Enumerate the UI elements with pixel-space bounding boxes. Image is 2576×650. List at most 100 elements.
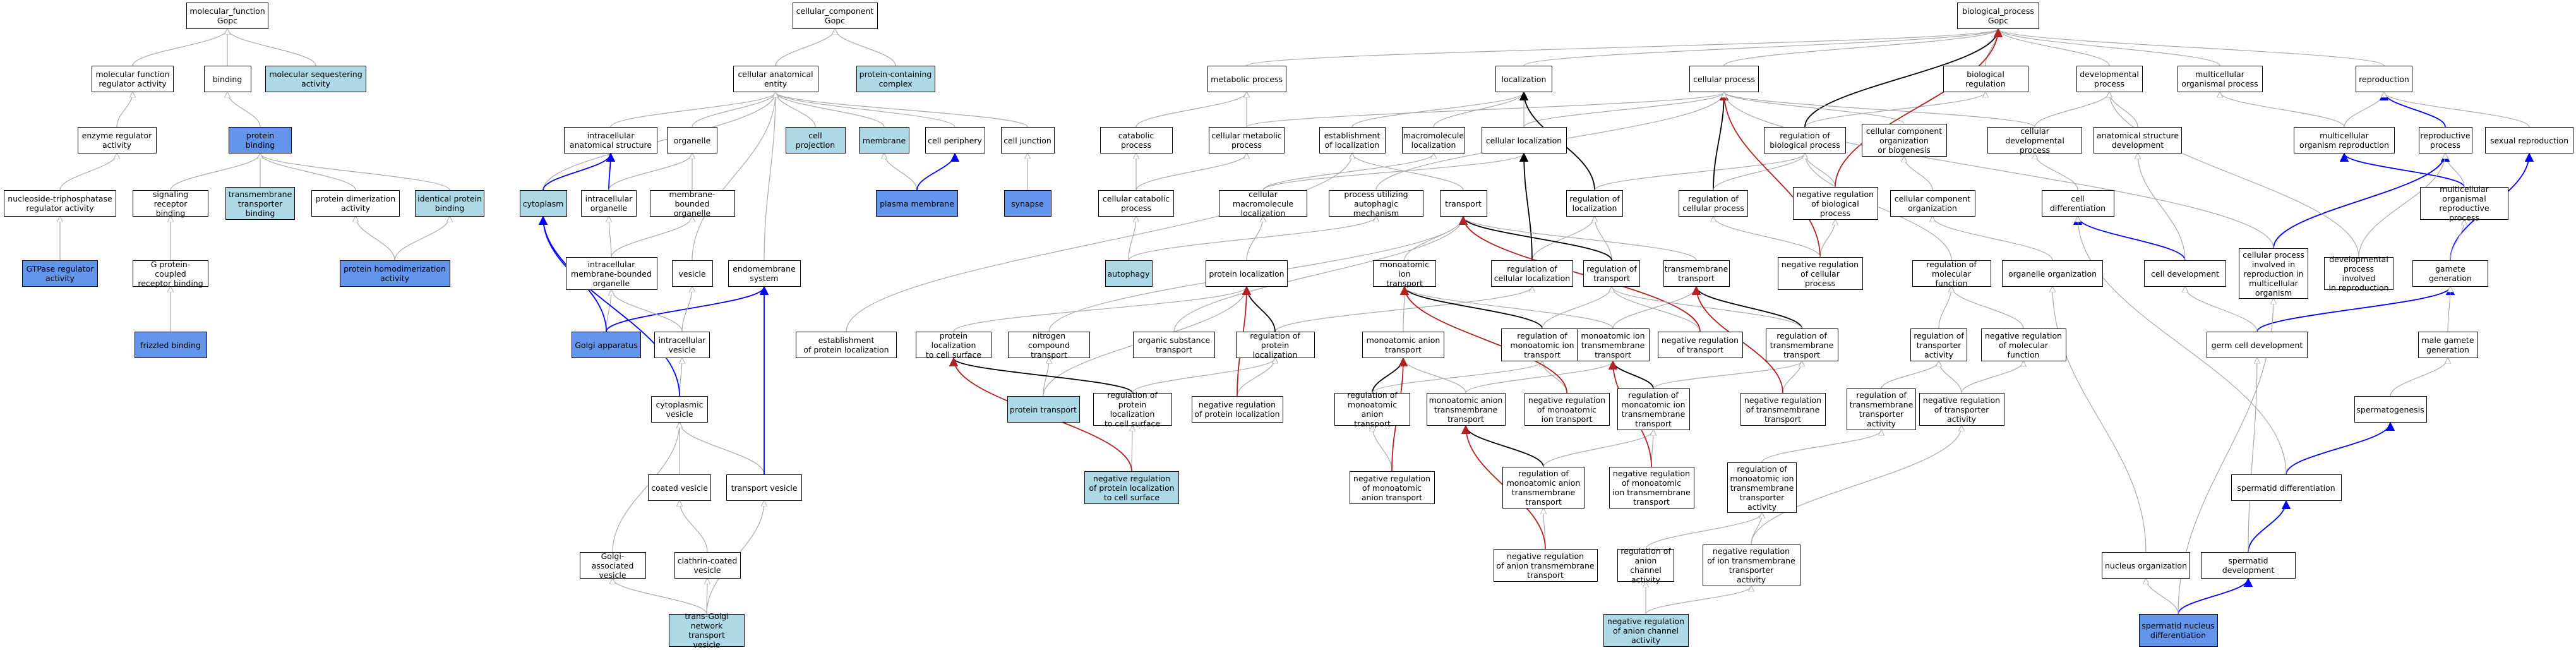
go-term-node-organelle[interactable]: organelle — [667, 127, 717, 153]
go-term-node-sexrep[interactable]: sexual reproduction — [2485, 127, 2573, 153]
go-term-node-fzb[interactable]: frizzled binding — [134, 332, 207, 358]
go-term-node-nucorg[interactable]: nucleus organization — [2102, 552, 2190, 579]
go-term-node-negregmonoaniontr[interactable]: negative regulation of monoatomic anion … — [1349, 471, 1435, 504]
go-term-node-cellproc[interactable]: cellular process — [1689, 66, 1759, 92]
go-term-node-phd[interactable]: protein homodimerization activity — [339, 260, 450, 287]
go-term-node-celldevt[interactable]: cell development — [2144, 260, 2226, 287]
go-term-node-clathrin[interactable]: clathrin-coated vesicle — [674, 552, 741, 579]
go-term-node-cellmetab[interactable]: cellular metabolic process — [1209, 127, 1285, 153]
go-term-node-regbp[interactable]: regulation of biological process — [1764, 127, 1846, 153]
go-term-node-regmonoiontr[interactable]: regulation of monoatomic ion transport — [1501, 328, 1583, 361]
go-term-node-protloc[interactable]: protein localization — [1206, 260, 1288, 287]
go-term-node-devproc[interactable]: developmental process — [2076, 66, 2143, 92]
go-term-node-synapse[interactable]: synapse — [1003, 190, 1051, 217]
go-term-node-regtmtr[interactable]: regulation of transmembrane transport — [1765, 328, 1838, 361]
go-term-node-transport[interactable]: transport — [1439, 190, 1487, 217]
go-term-node-negregprotloc[interactable]: negative regulation of protein localizat… — [1191, 396, 1283, 423]
go-term-node-negreganiontmtr[interactable]: negative regulation of anion transmembra… — [1493, 549, 1598, 582]
go-term-node-mcorgrepproc[interactable]: multicellular organismal reproductive pr… — [2420, 184, 2508, 222]
go-term-node-regtrpact[interactable]: regulation of transporter activity — [1910, 328, 1967, 361]
go-term-node-ncomp[interactable]: nitrogen compound transport — [1008, 331, 1090, 359]
go-term-node-regtrans[interactable]: regulation of transport — [1583, 260, 1640, 287]
go-term-node-negregtrpact[interactable]: negative regulation of transporter activ… — [1919, 393, 2004, 426]
go-term-node-srb[interactable]: signaling receptor binding — [133, 190, 208, 218]
go-term-node-regmonoaniontr[interactable]: regulation of monoatomic anion transport — [1334, 390, 1410, 428]
go-term-node-regmonoiontmtr[interactable]: regulation of monoatomic ion transmembra… — [1617, 388, 1690, 430]
go-term-node-reprocess[interactable]: reproductive process — [2418, 127, 2472, 153]
go-term-node-bp[interactable]: biological_process Gopc — [1957, 3, 2039, 29]
go-term-node-autoph[interactable]: process utilizing autophagic mechanism — [1329, 190, 1423, 218]
go-term-node-negregiontmtrpact[interactable]: negative regulation of ion transmembrane… — [1702, 545, 1800, 586]
go-term-node-regmf[interactable]: regulation of molecular function — [1912, 260, 1991, 288]
go-term-node-spermdev[interactable]: spermatid development — [2201, 552, 2296, 579]
go-term-node-regcellloc[interactable]: regulation of cellular localization — [1491, 260, 1573, 287]
go-term-node-cellloc[interactable]: cellular localization — [1481, 127, 1567, 153]
go-term-node-ntpase[interactable]: nucleoside-triphosphatase regulator acti… — [4, 190, 116, 217]
go-term-node-regloc[interactable]: regulation of localization — [1566, 190, 1623, 217]
go-term-node-ccob[interactable]: cellular component organization or bioge… — [1861, 124, 1947, 157]
go-term-node-pcc[interactable]: protein-containing complex — [856, 66, 935, 92]
go-term-node-negregplcs[interactable]: negative regulation of protein localizat… — [1084, 471, 1179, 504]
go-term-node-regplcs[interactable]: regulation of protein localization to ce… — [1093, 390, 1172, 428]
go-term-node-cytves[interactable]: cytoplasmic vesicle — [651, 396, 708, 423]
go-term-node-plcs[interactable]: protein localization to cell surface — [916, 331, 991, 359]
go-term-node-mcorgrep[interactable]: multicellular organism reproduction — [2294, 127, 2395, 153]
go-term-node-tmtrans[interactable]: transmembrane transport — [1663, 260, 1730, 287]
go-term-node-metab[interactable]: metabolic process — [1207, 66, 1286, 92]
go-term-node-orgsub[interactable]: organic substance transport — [1133, 332, 1215, 358]
go-term-node-pbind[interactable]: protein binding — [229, 127, 292, 153]
go-term-node-celldiff[interactable]: cell differentiation — [2041, 190, 2114, 217]
go-term-node-mseq[interactable]: molecular sequestering activity — [265, 66, 366, 92]
go-term-node-tgn[interactable]: trans-Golgi network transport vesicle — [669, 611, 745, 649]
go-term-node-regmonoaniontmtr[interactable]: regulation of monoatomic anion transmemb… — [1502, 467, 1585, 509]
go-term-node-reganionchan[interactable]: regulation of anion channel activity — [1617, 546, 1674, 584]
go-term-node-endo[interactable]: endomembrane system — [728, 260, 801, 287]
go-term-node-prottransport[interactable]: protein transport — [1007, 396, 1080, 423]
go-term-node-cae[interactable]: cellular anatomical entity — [733, 66, 818, 92]
go-term-node-vesicle[interactable]: vesicle — [671, 260, 713, 287]
go-term-node-repro[interactable]: reproduction — [2356, 66, 2412, 92]
go-term-node-negregtr[interactable]: negative regulation of transport — [1657, 332, 1743, 358]
go-term-node-bioreg[interactable]: biological regulation — [1943, 66, 2028, 92]
go-term-node-negregmonoiontr[interactable]: negative regulation of monoatomic ion tr… — [1524, 393, 1610, 426]
go-term-node-binding[interactable]: binding — [203, 66, 251, 92]
go-term-node-era[interactable]: enzyme regulator activity — [77, 127, 157, 153]
go-term-node-tmtb[interactable]: transmembrane transporter binding — [225, 187, 295, 220]
go-term-node-gametegen[interactable]: gamete generation — [2412, 260, 2488, 287]
go-term-node-estloc[interactable]: establishment of localization — [1319, 127, 1386, 153]
go-term-node-multiorg[interactable]: multicellular organismal process — [2177, 66, 2263, 92]
go-term-node-icves[interactable]: intracellular vesicle — [654, 332, 710, 358]
go-term-node-icorg[interactable]: intracellular organelle — [581, 190, 637, 217]
go-term-node-regtmtrpact[interactable]: regulation of transmembrane transporter … — [1847, 388, 1916, 430]
go-term-node-cjunc[interactable]: cell junction — [1000, 127, 1055, 153]
go-term-node-golgiassoc[interactable]: Golgi-associated vesicle — [579, 551, 646, 580]
go-term-node-cproj[interactable]: cell projection — [785, 127, 846, 153]
go-term-node-cytoplasm[interactable]: cytoplasm — [519, 190, 567, 217]
go-term-node-regcp[interactable]: regulation of cellular process — [1679, 190, 1748, 217]
go-term-node-germcelldev[interactable]: germ cell development — [2207, 332, 2308, 358]
go-term-node-celldev[interactable]: cellular developmental process — [1987, 126, 2082, 155]
go-term-node-monoiontmtr[interactable]: monoatomic ion transmembrane transport — [1576, 328, 1650, 361]
go-term-node-estprotloc[interactable]: establishment of protein localization — [796, 332, 897, 358]
go-term-node-mf[interactable]: molecular_function Gopc — [186, 3, 268, 29]
go-term-node-monoaniontr[interactable]: monoatomic anion transport — [1362, 332, 1444, 358]
go-term-node-local[interactable]: localization — [1495, 66, 1552, 92]
go-term-node-orgorg[interactable]: organelle organization — [2002, 260, 2103, 287]
go-term-node-ccorg[interactable]: cellular component organization — [1890, 190, 1975, 217]
go-term-node-ias[interactable]: intracellular anatomical structure — [564, 127, 657, 153]
go-term-node-negregcp[interactable]: negative regulation of cellular process — [1777, 257, 1863, 290]
go-term-node-pdim[interactable]: protein dimerization activity — [311, 190, 400, 217]
go-term-node-negreganionchan[interactable]: negative regulation of anion channel act… — [1603, 614, 1689, 647]
go-term-node-cellcatab[interactable]: cellular catabolic process — [1098, 190, 1174, 217]
go-term-node-gpcr[interactable]: G protein-coupled receptor binding — [133, 260, 208, 288]
go-term-node-spermnucdiff[interactable]: spermatid nucleus differentiation — [2138, 614, 2218, 647]
go-term-node-ipb[interactable]: identical protein binding — [415, 190, 484, 217]
go-term-node-monoaniontmtr[interactable]: monoatomic anion transmembrane transport — [1426, 393, 1506, 426]
go-term-node-negregmonoiontmtr[interactable]: negative regulation of monoatomic ion tr… — [1609, 467, 1694, 509]
go-term-node-autophagy[interactable]: autophagy — [1105, 260, 1153, 287]
go-term-node-gtpase[interactable]: GTPase regulator activity — [22, 260, 98, 287]
go-term-node-golgi[interactable]: Golgi apparatus — [572, 332, 641, 358]
go-term-node-cperiph[interactable]: cell periphery — [925, 127, 985, 153]
go-term-node-macroloc[interactable]: macromolecule localization — [1402, 127, 1465, 153]
go-term-node-regmonoiontmtrpact[interactable]: regulation of monoatomic ion transmembra… — [1727, 462, 1797, 513]
